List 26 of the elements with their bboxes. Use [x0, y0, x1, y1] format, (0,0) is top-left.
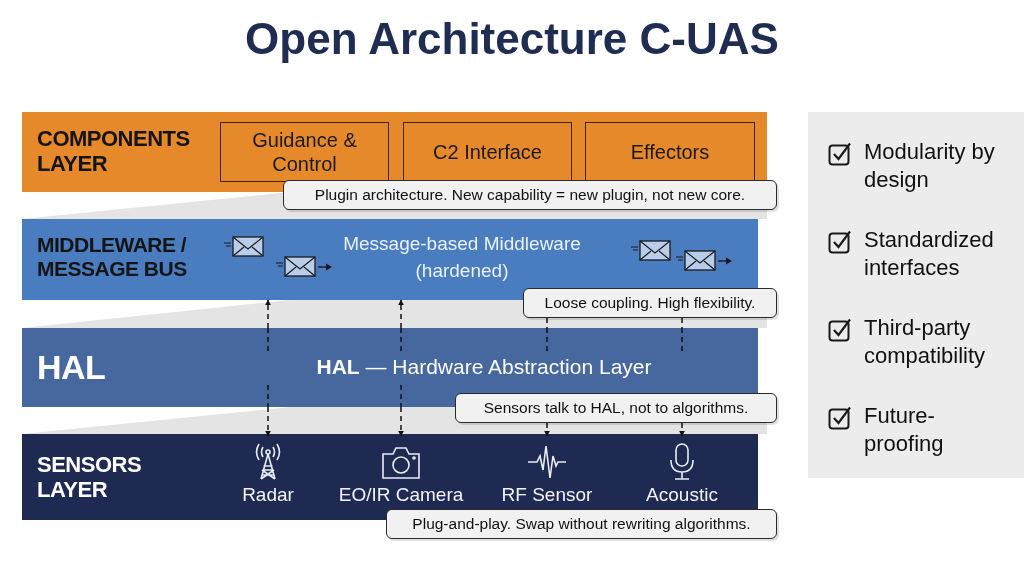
dashed-arrow [398, 299, 404, 329]
benefit-text: Future-proofing [864, 402, 945, 459]
sensor-label: RF Sensor [500, 484, 594, 506]
callout-note: Plug-and-play. Swap without rewriting algorithms. [386, 509, 777, 539]
layer-label: SENSORS LAYER [37, 452, 143, 503]
benefit-text: Modularity by design [864, 138, 996, 195]
dashed-arrow [679, 422, 685, 437]
sensor-label: Radar [241, 484, 295, 506]
dashed-arrow [265, 299, 271, 329]
sensor-label: EO/IR Camera [337, 484, 465, 506]
layer-label: HAL [37, 348, 107, 388]
sensor-label: Acoustic [645, 484, 719, 506]
dashed-arrow [265, 406, 271, 437]
benefits-panel [808, 112, 1024, 478]
layer-description: Message-based Middleware (hardened) [342, 232, 582, 283]
layer-label: COMPONENTS LAYER [37, 126, 191, 177]
benefit-text: Third-party compatibility [864, 314, 987, 371]
callout-note: Sensors talk to HAL, not to algorithms. [455, 393, 777, 423]
dashed-arrow [398, 406, 404, 437]
benefit-text: Standardized interfaces [864, 226, 995, 283]
layer-band [22, 434, 758, 520]
callout-note: Loose coupling. High flexibility. [523, 288, 777, 318]
layer-label: MIDDLEWARE / MESSAGE BUS [37, 233, 188, 282]
dashed-arrow [544, 422, 550, 437]
title: Open Architecture C-UAS [244, 14, 780, 64]
callout-note: Plugin architecture. New capability = new plugin, not new core. [283, 180, 777, 210]
